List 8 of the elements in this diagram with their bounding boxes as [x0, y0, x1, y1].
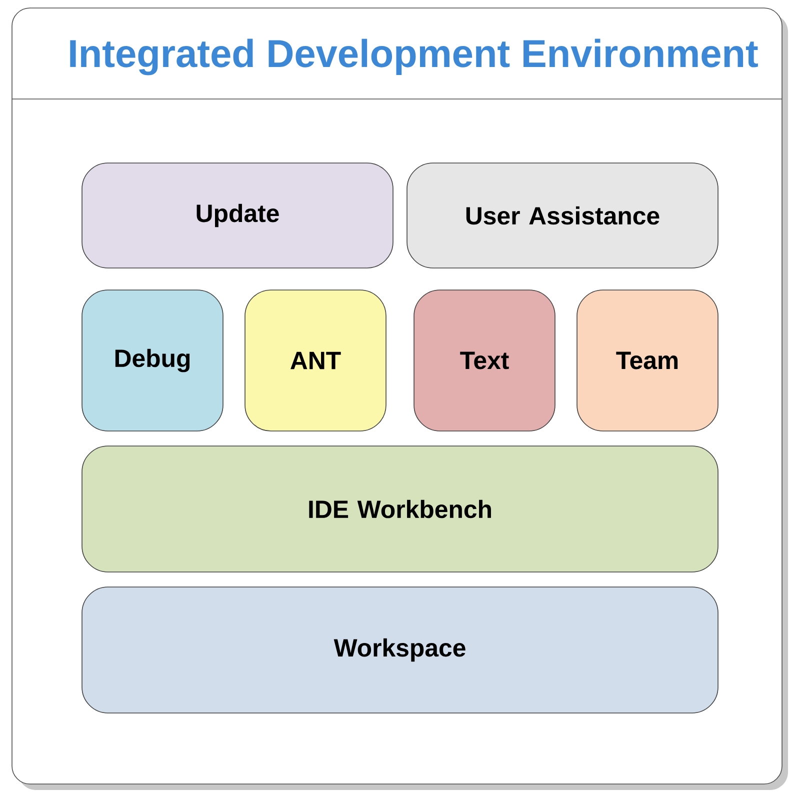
module-box: Workspace — [82, 586, 718, 714]
module-box: IDE Workbench — [82, 446, 718, 572]
module-box: Debug — [82, 290, 224, 432]
module-box: User Assistance — [406, 162, 718, 268]
module-box: Team — [576, 290, 718, 432]
module-box: ANT — [244, 290, 386, 432]
module-box: Update — [82, 162, 394, 268]
module-box: Text — [414, 290, 556, 432]
